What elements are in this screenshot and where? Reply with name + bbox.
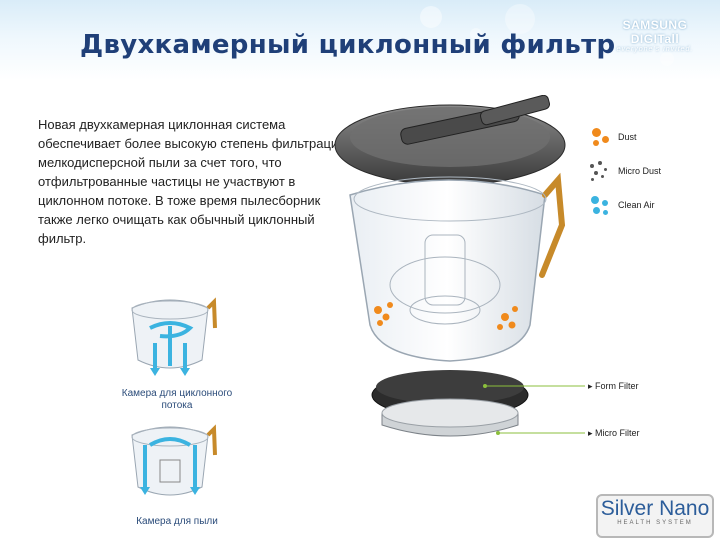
silver-nano-logo: Silver Nano HEALTH SYSTEM	[596, 494, 714, 538]
caption-dust-chamber: Камера для пыли	[136, 516, 218, 527]
micro-filter-label: ▸ Micro Filter	[588, 428, 640, 438]
samsung-logo: SAMSUNG DIGITall everyone's invited.	[616, 18, 694, 53]
slide-title: Двухкамерный циклонный фильтр	[80, 30, 616, 60]
form-filter-label: ▸ Form Filter	[588, 381, 639, 391]
dust-chamber-illustration	[131, 424, 217, 496]
caption-cyclone-chamber: Камера для циклонного потока	[121, 388, 233, 411]
header-band	[0, 0, 720, 80]
slide-description: Новая двухкамерная циклонная система обе…	[38, 117, 346, 246]
callout-lines	[483, 384, 585, 435]
dust-cup	[349, 179, 546, 362]
inner-chamber	[389, 256, 501, 314]
lid-handle	[480, 95, 550, 126]
cyclone-chamber-illustration	[131, 297, 217, 376]
main-filter-illustration	[334, 95, 566, 437]
